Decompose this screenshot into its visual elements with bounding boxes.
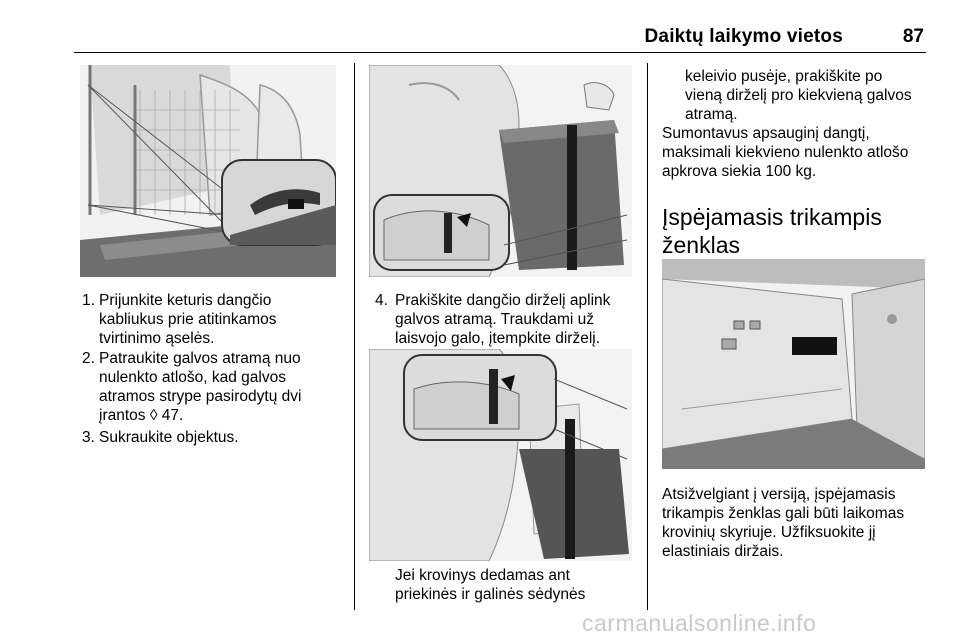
illustration-warning-triangle-storage (662, 259, 925, 469)
step-text-line: Prijunkite keturis dangčio (99, 292, 272, 309)
watermark: carmanualsonline.info (582, 610, 817, 636)
illustration-strap-tightened (369, 349, 632, 561)
text-line: atramą. (685, 106, 738, 123)
step-text-line: Patraukite galvos atramą nuo (99, 350, 301, 367)
step-4: 4. Prakiškite dangčio dirželį aplink gal… (375, 291, 640, 351)
text-line: trikampis ženklas gali būti laikomas (662, 505, 905, 522)
text-line: Jei krovinys dedamas ant (395, 567, 570, 584)
step-4-continuation: Jei krovinys dedamas ant priekinės ir ga… (395, 566, 635, 604)
step-text-line: galvos atramą. Traukdami už (395, 311, 595, 328)
step-3: 3. Sukraukite objektus. (82, 428, 342, 448)
section-heading: Įspėjamasis trikampis ženklas (662, 204, 882, 258)
step-number: 2. (82, 350, 95, 367)
column-divider-1 (354, 63, 355, 610)
cross-reference[interactable]: įrantos ◊ 47. (99, 407, 184, 424)
illustration-headrest-strap (369, 65, 632, 277)
column-divider-2 (647, 63, 648, 610)
step-number: 4. (375, 292, 388, 309)
text-line: elastiniais diržais. (662, 543, 784, 560)
page-number: 87 (902, 26, 924, 47)
text-line: keleivio pusėje, prakiškite po (685, 68, 883, 85)
step-text-line: Sukraukite objektus. (99, 429, 239, 446)
section-title: Daiktų laikymo vietos (644, 26, 843, 47)
text-line: krovinių skyriuje. Užfiksuokite jį (662, 524, 876, 541)
text-line: Atsižvelgiant į versiją, įspėjamasis (662, 486, 896, 503)
step-text-line: nulenkto atlošo, kad galvos (99, 369, 286, 386)
warning-triangle-paragraph: Atsižvelgiant į versiją, įspėjamasis tri… (662, 485, 932, 561)
header-divider (74, 52, 926, 53)
step-text-line: atramos strype pasirodytų dvi (99, 388, 302, 405)
step-2: 2. Patraukite galvos atramą nuo nulenkto… (82, 349, 342, 429)
step-text-line: kabliukus prie atitinkamos (99, 311, 277, 328)
text-line: maksimali kiekvieno nulenkto atlošo (662, 144, 909, 161)
step-number: 1. (82, 292, 95, 309)
text-line: apkrova siekia 100 kg. (662, 163, 817, 180)
text-line: Sumontavus apsauginį dangtį, (662, 125, 870, 142)
illustration-cover-hooks (80, 65, 336, 277)
step-number: 3. (82, 429, 95, 446)
load-capacity-paragraph: Sumontavus apsauginį dangtį, maksimali k… (662, 124, 932, 181)
step-text-line: Prakiškite dangčio dirželį aplink (395, 292, 611, 309)
step-4-continuation-col3: keleivio pusėje, prakiškite po vieną dir… (685, 67, 935, 124)
text-line: vieną dirželį pro kiekvieną galvos (685, 87, 912, 104)
step-text-line: tvirtinimo ąselės. (99, 330, 215, 347)
step-1: 1. Prijunkite keturis dangčio kabliukus … (82, 291, 342, 351)
text-line: priekinės ir galinės sėdynės (395, 586, 586, 603)
step-text-line: laisvojo galo, įtempkite dirželį. (395, 330, 601, 347)
